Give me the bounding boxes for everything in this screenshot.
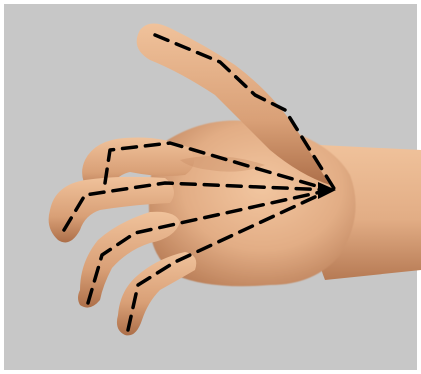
hand-illustration <box>0 0 421 374</box>
image-frame <box>0 0 421 374</box>
